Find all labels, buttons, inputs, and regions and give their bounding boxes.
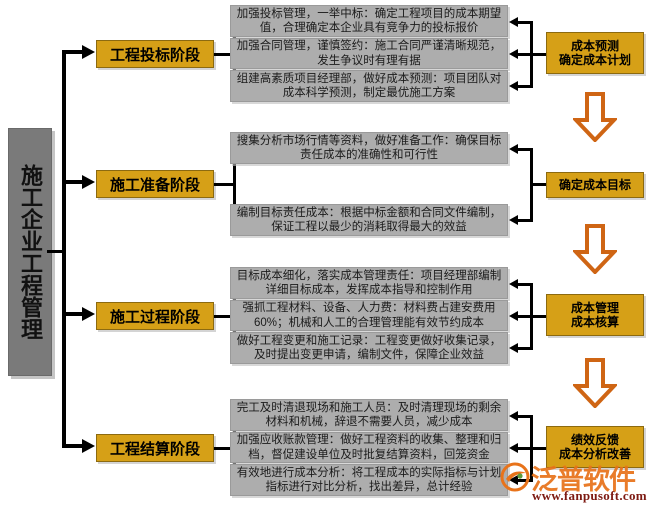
- right-leg-construction-2: [517, 315, 533, 318]
- stage-box-preparation[interactable]: 施工准备阶段: [96, 170, 214, 198]
- detail-box: 做好工程变更和施工记录：工程变更做好收集记录，及时提出变更申请，编制文件，保障企…: [230, 332, 508, 364]
- detail-box: 组建高素质项目经理部，做好成本预测：项目团队对成本科学预测，制定最优施工方案: [230, 70, 508, 102]
- detail-text: 做好工程变更和施工记录：工程变更做好收集记录，及时提出变更申请，编制文件，保障企…: [236, 334, 502, 362]
- right-leg-settlement-3: [517, 479, 533, 482]
- right-arrow-settlement-2: [509, 443, 518, 453]
- trunk-vertical-line: [62, 50, 66, 444]
- right-leg-construction-3: [517, 347, 533, 350]
- right-arrow-preparation-2: [509, 215, 518, 225]
- outcome-in-line-bidding: [530, 53, 547, 56]
- down-arrow-svg: [571, 224, 619, 275]
- fan-bus-preparation: [233, 148, 236, 222]
- down-arrow-icon: [571, 358, 619, 409]
- stage-box-settlement[interactable]: 工程结算阶段: [96, 434, 214, 462]
- stage-label-bidding: 工程投标阶段: [109, 46, 200, 64]
- outcome-line-1: 确定成本目标: [558, 178, 631, 192]
- right-arrow-construction-1: [509, 279, 518, 289]
- outcome-box-settlement[interactable]: 绩效反馈 成本分析改善: [546, 426, 644, 468]
- right-arrow-bidding-2: [509, 49, 518, 59]
- outcome-box-preparation[interactable]: 确定成本目标: [546, 172, 644, 198]
- outcome-line-1: 成本管理: [570, 301, 619, 315]
- watermark-url: www.fanpusoft.com: [532, 488, 647, 503]
- detail-text: 搜集分析市场行情等资料，做好准备工作：确保目标责任成本的准确性和可行性: [236, 134, 502, 162]
- detail-box: 强抓工程材料、设备、人力费：材料费占建安费用60%；机械和人工的合理管理能有效节…: [230, 300, 508, 331]
- down-arrow-icon: [571, 92, 619, 143]
- outcome-line-2: 成本核算: [570, 315, 619, 329]
- stage-label-construction: 施工过程阶段: [109, 308, 200, 326]
- stage-out-line-bidding: [214, 53, 236, 56]
- right-leg-bidding-1: [517, 21, 533, 24]
- right-leg-preparation-1: [517, 148, 533, 151]
- right-leg-bidding-3: [517, 85, 533, 88]
- right-arrow-construction-3: [509, 343, 518, 353]
- down-arrow-svg: [571, 358, 619, 409]
- trunk-arrowhead-bidding: [82, 45, 95, 59]
- stage-label-settlement: 工程结算阶段: [109, 440, 200, 458]
- outcome-line-1: 成本预测: [570, 39, 619, 53]
- detail-text: 加强投标管理，一举中标：确定工程项目的成本期望值，合理确定本企业具有竞争力的投标…: [236, 7, 502, 35]
- detail-text: 编制目标责任成本：根据中标金额和合同文件编制，保证工程以最少的消耗取得最大的效益: [236, 206, 502, 234]
- right-arrow-settlement-1: [509, 411, 518, 421]
- stage-box-bidding[interactable]: 工程投标阶段: [96, 40, 214, 68]
- stage-out-line-settlement: [214, 447, 236, 450]
- right-arrow-preparation-1: [509, 144, 518, 154]
- detail-box: 有效地进行成本分析：将工程成本的实际指标与计划指标进行对比分析，找出差异，总计经…: [230, 464, 508, 496]
- detail-text: 加强应收账款管理：做好工程资料的收集、整理和归档，督促建设单位及时批复结算资料，…: [236, 434, 502, 461]
- detail-box: 加强合同管理，谨慎签约：施工合同严谨清晰规范，发生争议时有理有据: [230, 38, 508, 69]
- detail-text: 完工及时清退现场和施工人员：及时清理现场的剩余材料和机械，辞退不需要人员，减少成…: [236, 401, 502, 429]
- trunk-branch-bidding: [62, 50, 84, 54]
- detail-box: 搜集分析市场行情等资料，做好准备工作：确保目标责任成本的准确性和可行性: [230, 132, 508, 164]
- trunk-branch-construction: [62, 312, 84, 316]
- detail-box: 加强投标管理，一举中标：确定工程项目的成本期望值，合理确定本企业具有竞争力的投标…: [230, 5, 508, 37]
- down-arrow-svg: [571, 92, 619, 143]
- right-arrow-bidding-1: [509, 17, 518, 27]
- detail-text: 有效地进行成本分析：将工程成本的实际指标与计划指标进行对比分析，找出差异，总计经…: [236, 466, 502, 494]
- stage-box-construction[interactable]: 施工过程阶段: [96, 302, 214, 330]
- title-to-trunk-line: [47, 250, 65, 253]
- detail-text: 组建高素质项目经理部，做好成本预测：项目团队对成本科学预测，制定最优施工方案: [236, 72, 502, 100]
- trunk-branch-preparation: [62, 180, 84, 184]
- outcome-in-line-settlement: [530, 447, 547, 450]
- outcome-in-line-preparation: [530, 183, 547, 186]
- detail-box: 目标成本细化，落实成本管理责任：项目经理部编制详细目标成本，发挥成本指导和控制作…: [230, 267, 508, 299]
- trunk-arrowhead-construction: [82, 307, 95, 321]
- outcome-line-1: 绩效反馈: [570, 433, 619, 447]
- detail-text: 强抓工程材料、设备、人力费：材料费占建安费用60%；机械和人工的合理管理能有效节…: [242, 302, 496, 329]
- right-leg-settlement-2: [517, 447, 533, 450]
- right-arrow-bidding-3: [509, 81, 518, 91]
- right-arrow-construction-2: [509, 311, 518, 321]
- right-leg-settlement-1: [517, 415, 533, 418]
- right-leg-preparation-2: [517, 219, 533, 222]
- stage-out-line-preparation: [214, 183, 236, 186]
- down-arrow-icon: [571, 224, 619, 275]
- detail-box: 加强应收账款管理：做好工程资料的收集、整理和归档，督促建设单位及时批复结算资料，…: [230, 432, 508, 463]
- right-leg-bidding-2: [517, 53, 533, 56]
- outcome-in-line-construction: [530, 315, 547, 318]
- detail-box: 编制目标责任成本：根据中标金额和合同文件编制，保证工程以最少的消耗取得最大的效益: [230, 204, 508, 236]
- detail-text: 目标成本细化，落实成本管理责任：项目经理部编制详细目标成本，发挥成本指导和控制作…: [236, 269, 502, 297]
- right-leg-construction-1: [517, 283, 533, 286]
- outcome-line-2: 确定成本计划: [558, 53, 631, 67]
- right-arrow-settlement-3: [509, 475, 518, 485]
- detail-box: 完工及时清退现场和施工人员：及时清理现场的剩余材料和机械，辞退不需要人员，减少成…: [230, 399, 508, 431]
- stage-out-line-construction: [214, 315, 236, 318]
- detail-text: 加强合同管理，谨慎签约：施工合同严谨清晰规范，发生争议时有理有据: [236, 40, 502, 67]
- trunk-branch-settlement: [62, 444, 84, 448]
- outcome-line-2: 成本分析改善: [558, 447, 631, 461]
- diagram-main-title: 施工企业工程管理: [8, 128, 52, 376]
- outcome-box-bidding[interactable]: 成本预测 确定成本计划: [546, 32, 644, 74]
- trunk-arrowhead-preparation: [82, 175, 95, 189]
- trunk-arrowhead-settlement: [82, 439, 95, 453]
- stage-label-preparation: 施工准备阶段: [109, 176, 200, 194]
- outcome-box-construction[interactable]: 成本管理 成本核算: [546, 294, 644, 336]
- diagram-main-title-text: 施工企业工程管理: [18, 164, 43, 340]
